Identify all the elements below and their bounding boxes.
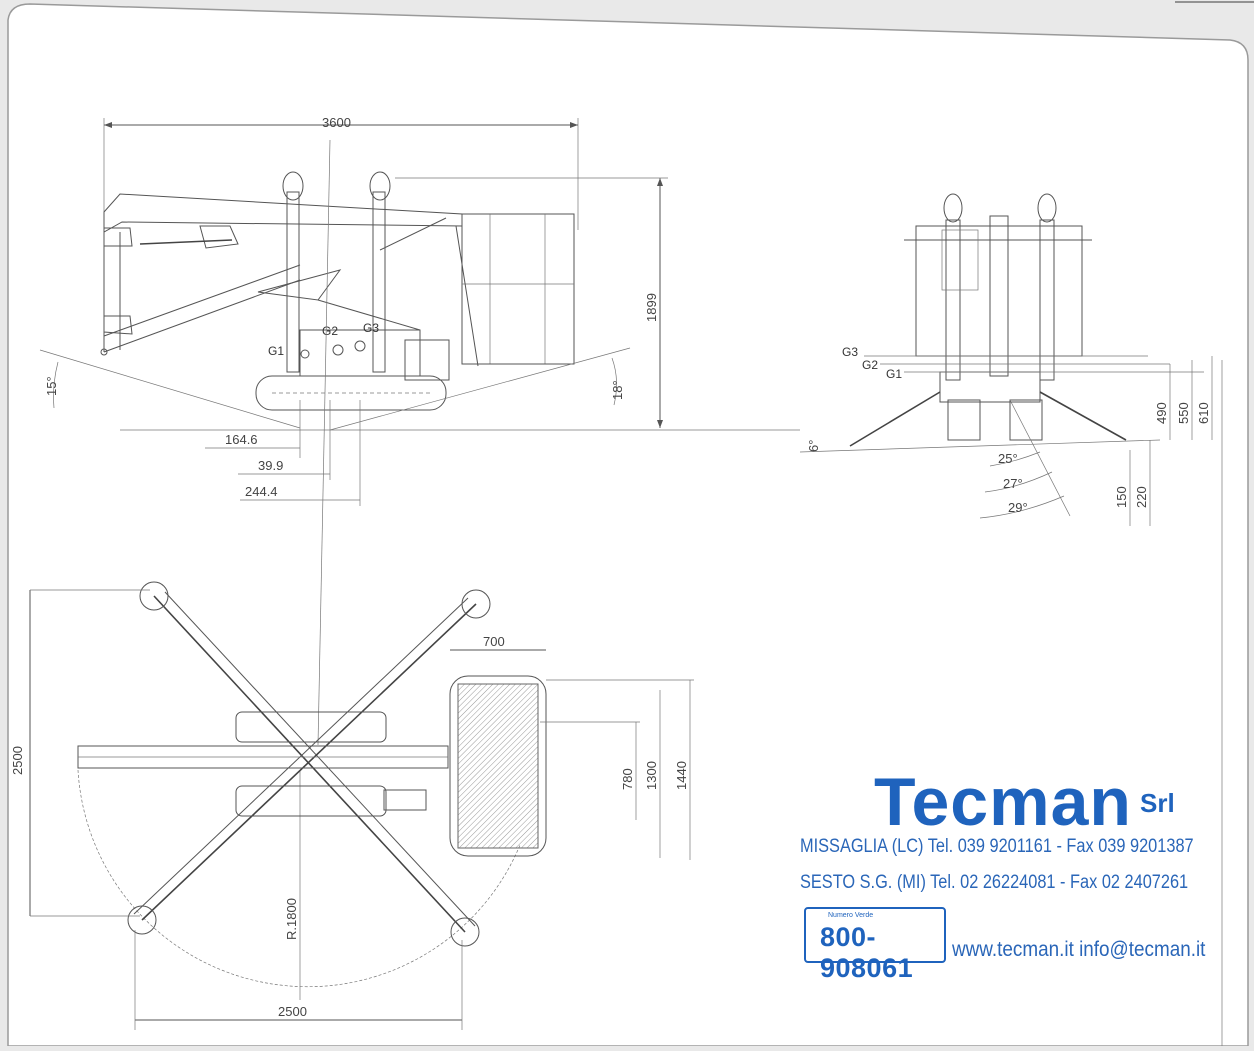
d1300-label: 1300	[644, 761, 659, 790]
brand-logo: Tecman	[874, 764, 1132, 840]
side-g2-label: G2	[322, 324, 338, 338]
angle-15-label: 15°	[44, 376, 59, 396]
front-150-label: 150	[1114, 486, 1129, 508]
front-g2-label: G2	[862, 358, 878, 372]
top-view: R.1800 700 780 1300 1440 2500	[10, 581, 694, 1030]
angle-6-label: 6°	[806, 440, 821, 452]
side-view: 3600 1899	[39, 115, 800, 746]
front-h610-label: 610	[1196, 402, 1211, 424]
width-3600-label: 3600	[322, 115, 351, 130]
front-h490-label: 490	[1154, 402, 1169, 424]
angle-25-label: 25°	[998, 451, 1018, 466]
front-g3-label: G3	[842, 345, 858, 359]
angle-27-label: 27°	[1003, 476, 1023, 491]
brand-suffix: Srl	[1140, 788, 1175, 818]
outrigger-span-v-label: 2500	[10, 746, 25, 775]
basket-700-label: 700	[483, 634, 505, 649]
d780-label: 780	[620, 768, 635, 790]
web-email[interactable]: www.tecman.it info@tecman.it	[952, 938, 1206, 961]
tecman-logo-block: Tecman Srl MISSAGLIA (LC) Tel. 039 92011…	[800, 742, 1250, 992]
d1440-label: 1440	[674, 761, 689, 790]
front-view: G3 G2 G1 6° 25° 27° 29° 490 550 610 150 …	[799, 193, 1213, 526]
contact-sesto: SESTO S.G. (MI) Tel. 02 26224081 - Fax 0…	[800, 872, 1189, 893]
offset-39-label: 39.9	[258, 458, 283, 473]
radius-label: R.1800	[284, 898, 299, 940]
angle-18-label: 18°	[610, 380, 625, 400]
toll-free-box: Numero Verde 800-908061	[804, 907, 946, 983]
angle-29-label: 29°	[1008, 500, 1028, 515]
toll-free-number: 800-908061	[820, 922, 914, 983]
contact-missaglia: MISSAGLIA (LC) Tel. 039 9201161 - Fax 03…	[800, 836, 1194, 857]
side-g1-label: G1	[268, 344, 284, 358]
side-g3-label: G3	[363, 321, 379, 335]
front-220-label: 220	[1134, 486, 1149, 508]
toll-free-label: Numero Verde	[828, 912, 874, 919]
front-h550-label: 550	[1176, 402, 1191, 424]
offset-164-label: 164.6	[225, 432, 258, 447]
front-g1-label: G1	[886, 367, 902, 381]
height-1899-label: 1899	[644, 293, 659, 322]
offset-244-label: 244.4	[245, 484, 278, 499]
outrigger-span-h-label: 2500	[278, 1004, 307, 1019]
